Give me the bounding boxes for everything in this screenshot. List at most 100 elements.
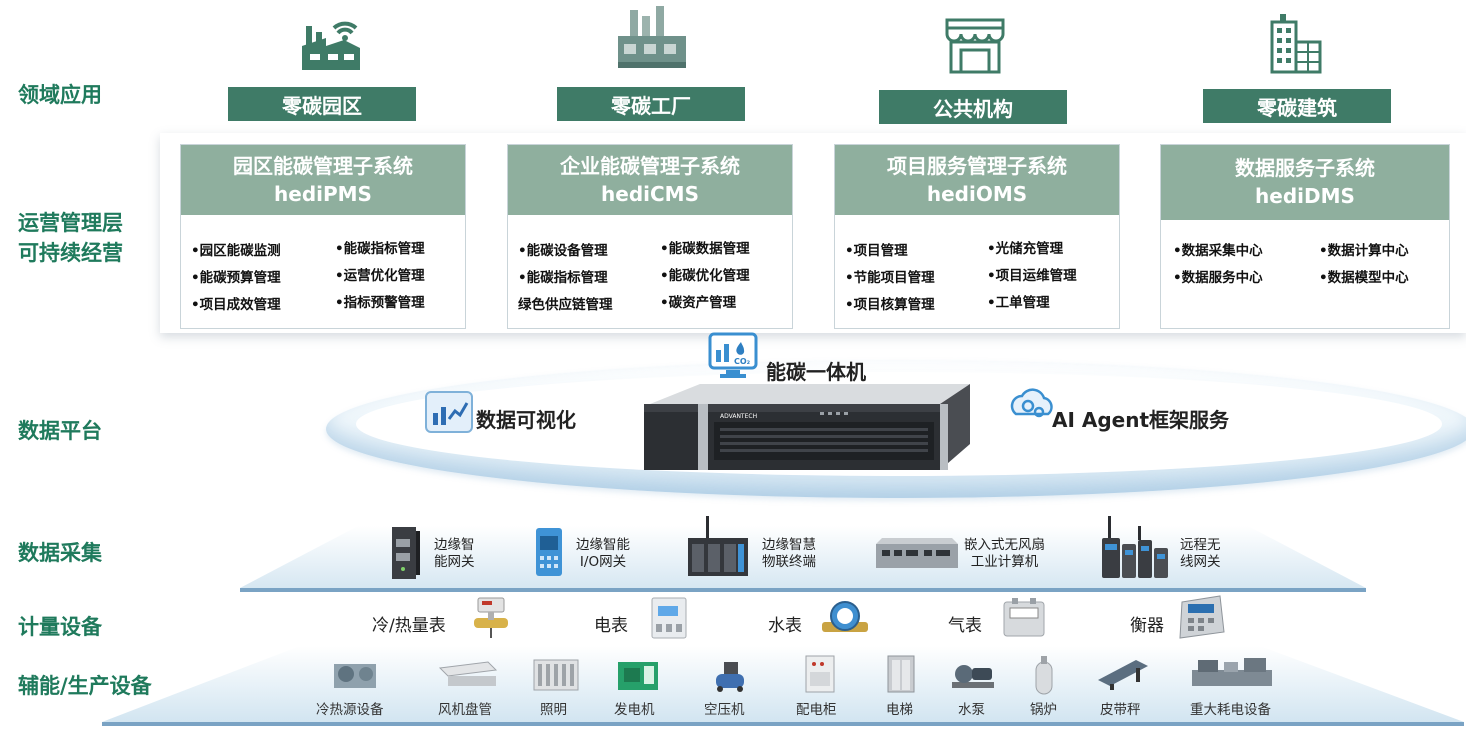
- subsystem-header: 企业能碳管理子系统 hediCMS: [508, 145, 792, 215]
- subsystem-item: •碳资产管理: [660, 295, 737, 311]
- platform-machine-title: 能碳一体机: [766, 360, 866, 384]
- layer-label-domain: 领域应用: [18, 83, 102, 107]
- aux-equipment-label: 冷热源设备: [316, 702, 384, 718]
- domain-box-public: 公共机构: [879, 90, 1067, 124]
- server-unit-icon: ADVANTECH: [644, 384, 970, 470]
- heavy-equipment-icon: [1192, 658, 1272, 686]
- aux-equipment-label: 风机盘管: [438, 702, 492, 718]
- building-icon: [1270, 14, 1322, 74]
- subsystem-item: 绿色供应链管理: [518, 297, 613, 313]
- edge-gateway-icon: [392, 527, 420, 579]
- subsystem-pms: 园区能碳管理子系统 hediPMS •园区能碳监测 •能碳指标管理 •能碳预算管…: [180, 144, 466, 329]
- water-meter-icon: [822, 601, 868, 632]
- subsystem-item: •数据计算中心: [1319, 243, 1409, 259]
- subsystem-code: hediCMS: [601, 182, 699, 206]
- subsystem-item: •能碳预算管理: [191, 270, 281, 286]
- subsystem-code: hediOMS: [926, 182, 1028, 206]
- meter-label-scale: 衡器: [1130, 616, 1164, 636]
- subsystem-item: •能碳指标管理: [335, 241, 425, 257]
- aux-equipment-label: 发电机: [614, 702, 655, 718]
- heat-meter-icon: [474, 597, 508, 638]
- layer-label-collection: 数据采集: [18, 541, 102, 565]
- subsystem-header: 园区能碳管理子系统 hediPMS: [181, 145, 465, 215]
- subsystem-name: 企业能碳管理子系统: [560, 154, 740, 178]
- factory-wifi-icon: [302, 21, 360, 70]
- subsystem-item: •能碳优化管理: [660, 268, 750, 284]
- io-gateway-icon: [536, 528, 562, 576]
- data-visualization-icon: [425, 391, 473, 433]
- subsystem-item: •项目成效管理: [191, 297, 281, 313]
- subsystem-item: •项目管理: [845, 243, 908, 259]
- layer-label-ops-1: 运营管理层: [18, 211, 123, 235]
- subsystem-item: •能碳指标管理: [518, 270, 608, 286]
- electric-meter-icon: [651, 597, 687, 639]
- subsystem-item: •指标预警管理: [335, 295, 425, 311]
- subsystem-header: 项目服务管理子系统 hediOMS: [835, 145, 1119, 215]
- subsystem-item: •数据采集中心: [1173, 243, 1263, 259]
- aux-equipment-label: 照明: [540, 702, 567, 718]
- subsystem-item: •能碳设备管理: [518, 243, 608, 259]
- air-compressor-icon: [716, 662, 744, 692]
- aux-equipment-label: 锅炉: [1030, 702, 1057, 718]
- layer-label-ops-2: 可持续经营: [18, 241, 123, 265]
- aux-equipment-label: 电梯: [886, 702, 913, 718]
- aux-equipment-label: 配电柜: [796, 702, 837, 718]
- subsystem-dms: 数据服务子系统 hediDMS •数据采集中心 •数据计算中心 •数据服务中心 …: [1160, 144, 1450, 329]
- auxiliary-layer-platform: [102, 646, 1464, 726]
- aux-equipment-label: 重大耗电设备: [1190, 702, 1271, 718]
- aux-equipment-label: 空压机: [704, 702, 745, 718]
- subsystem-name: 数据服务子系统: [1235, 156, 1375, 180]
- monitor-co2-icon: CO₂: [708, 332, 758, 378]
- water-pump-icon: [952, 665, 994, 688]
- subsystem-item: •数据模型中心: [1319, 270, 1409, 286]
- domain-box-park: 零碳园区: [228, 87, 416, 121]
- aux-equipment-label: 水泵: [958, 702, 985, 718]
- subsystem-item: •节能项目管理: [845, 270, 935, 286]
- co2-label: CO₂: [734, 357, 751, 366]
- subsystem-oms: 项目服务管理子系统 hediOMS •项目管理 •光储充管理 •节能项目管理 •…: [834, 144, 1120, 329]
- wireless-gateway-icon: [1102, 516, 1168, 578]
- layer-label-auxiliary: 辅能/生产设备: [18, 674, 152, 698]
- ai-agent-gear-icon: [1010, 388, 1053, 418]
- subsystem-item: •数据服务中心: [1173, 270, 1263, 286]
- lighting-icon: [533, 659, 579, 691]
- fan-coil-icon: [438, 661, 498, 686]
- domain-box-factory: 零碳工厂: [557, 87, 745, 121]
- switchgear-icon: [805, 655, 835, 693]
- layer-label-platform: 数据平台: [18, 419, 102, 443]
- factory-chimney-icon: [618, 6, 686, 68]
- elevator-icon: [887, 655, 915, 693]
- subsystem-item: •园区能碳监测: [191, 243, 281, 259]
- domain-box-building: 零碳建筑: [1203, 89, 1391, 123]
- fanless-computer-icon: [876, 538, 958, 568]
- weighing-scale-icon: [1179, 595, 1225, 639]
- subsystem-code: hediPMS: [274, 182, 372, 206]
- aux-equipment-label: 皮带秤: [1100, 702, 1141, 718]
- subsystem-item: •光储充管理: [987, 241, 1064, 257]
- meter-label-gas: 气表: [948, 616, 982, 636]
- belt-scale-icon: [1098, 660, 1148, 690]
- subsystem-code: hediDMS: [1255, 184, 1355, 208]
- collection-device-label: 嵌入式无风扇工业计算机: [964, 537, 1045, 570]
- server-brand-label: ADVANTECH: [720, 413, 757, 420]
- platform-agent-label: AI Agent框架服务: [1052, 408, 1230, 432]
- collection-device-label: 边缘智能网关: [434, 537, 475, 570]
- generator-icon: [618, 662, 658, 690]
- storefront-icon: [945, 18, 1005, 74]
- subsystem-name: 园区能碳管理子系统: [233, 154, 413, 178]
- subsystem-item: •运营优化管理: [335, 268, 425, 284]
- collection-device-label: 边缘智慧物联终端: [762, 537, 816, 570]
- subsystem-name: 项目服务管理子系统: [887, 154, 1067, 178]
- chiller-icon: [334, 664, 376, 688]
- subsystem-item: •项目运维管理: [987, 268, 1077, 284]
- subsystem-cms: 企业能碳管理子系统 hediCMS •能碳设备管理 •能碳数据管理 •能碳指标管…: [507, 144, 793, 329]
- gas-meter-icon: [1003, 598, 1045, 637]
- collection-device-label: 远程无线网关: [1180, 537, 1221, 570]
- meter-label-water: 水表: [768, 616, 802, 636]
- subsystem-header: 数据服务子系统 hediDMS: [1161, 145, 1449, 220]
- meter-label-electric: 电表: [594, 616, 628, 636]
- platform-visualization-label: 数据可视化: [476, 408, 576, 432]
- subsystem-item: •项目核算管理: [845, 297, 935, 313]
- iot-terminal-icon: [688, 516, 748, 576]
